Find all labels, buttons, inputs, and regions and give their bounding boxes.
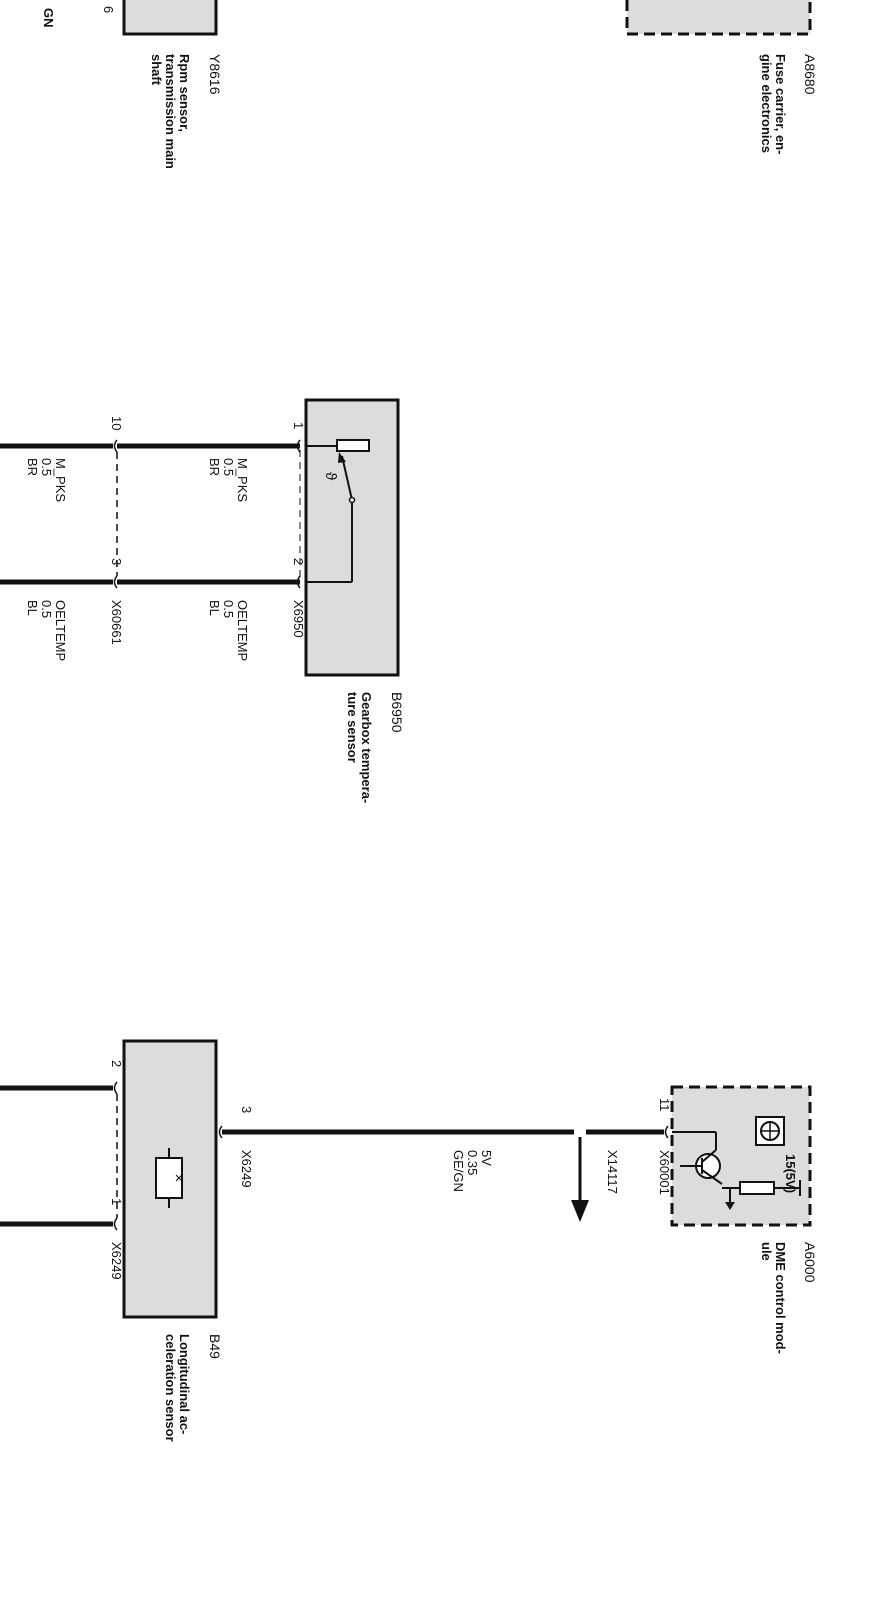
a6000-name-2: ule — [759, 1242, 774, 1261]
b49-cross-symbol: × — [170, 1174, 187, 1183]
a6000-connector: X60001 — [657, 1150, 672, 1195]
m-pks-lower-color: BR — [25, 458, 40, 476]
x60661-pin-10: 10 — [109, 416, 124, 430]
b49-connector-pin3: X6249 — [239, 1150, 254, 1188]
b6950-name-1: Gearbox tempera- — [359, 692, 374, 803]
y8616-id: Y8616 — [207, 54, 223, 95]
a6000-pin-11: 11 — [657, 1098, 672, 1112]
component-y8616: 6 GN Y8616 Rpm sensor, transmission main… — [41, 0, 223, 169]
y8616-partial-color: GN — [41, 8, 56, 28]
m-pks-lower-gauge: 0.5 — [39, 458, 54, 476]
connector-x14117: X14117 — [571, 1127, 620, 1222]
a6000-name-1: DME control mod- — [773, 1242, 788, 1354]
wire-oeltemp-upper: OELTEMP 0.5 BL — [207, 600, 250, 661]
a8680-name-2: gine electronics — [759, 54, 774, 153]
y8616-name-2: transmission main — [163, 54, 178, 169]
y8616-name-1: Rpm sensor, — [177, 54, 192, 132]
a8680-id: A8680 — [802, 54, 818, 95]
b49-name-1: Longitudinal ac- — [177, 1334, 192, 1434]
b49-connector-pins12: X6249 — [109, 1242, 124, 1280]
b49-pin-1: 1 — [109, 1198, 124, 1205]
m-pks-upper-color: BR — [207, 458, 222, 476]
oeltemp-upper-signal: OELTEMP — [235, 600, 250, 661]
x60661-label: X60661 — [109, 600, 124, 645]
oeltemp-upper-color: BL — [207, 600, 222, 616]
b6950-id: B6950 — [389, 692, 405, 733]
b49-pin-3: 3 — [239, 1106, 254, 1113]
component-a8680: A8680 Fuse carrier, en- gine electronics — [625, 0, 818, 154]
component-b6950: ϑ 1 2 X6950 B6950 Gearbox tempera- ture … — [291, 398, 405, 803]
wire-m-pks-upper: M_PKS 0.5 BR — [207, 458, 250, 502]
component-a6000: 15(5V) 11 X60001 A6000 DME control mod- … — [657, 1085, 818, 1354]
fivev-color: GE/GN — [451, 1150, 466, 1192]
b49-id: B49 — [207, 1334, 223, 1359]
wire-m-pks-lower: M_PKS 0.5 BR — [25, 458, 68, 502]
y8616-partial-pin: 6 — [101, 6, 116, 13]
x14117-label: X14117 — [605, 1150, 620, 1194]
b6950-name-2: ture sensor — [345, 692, 360, 763]
wires-b6950 — [0, 439, 301, 589]
oeltemp-lower-gauge: 0.5 — [39, 600, 54, 618]
b6950-theta-symbol: ϑ — [322, 472, 339, 481]
b6950-pin-1: 1 — [291, 422, 306, 429]
a6000-supply: 15(5V) — [783, 1154, 798, 1193]
m-pks-upper-signal: M_PKS — [235, 458, 250, 502]
a8680-name-1: Fuse carrier, en- — [773, 54, 788, 154]
m-pks-upper-gauge: 0.5 — [221, 458, 236, 476]
a6000-id: A6000 — [802, 1242, 818, 1283]
oeltemp-upper-gauge: 0.5 — [221, 600, 236, 618]
oeltemp-lower-signal: OELTEMP — [53, 600, 68, 661]
wire-oeltemp-lower: OELTEMP 0.5 BL — [25, 600, 68, 661]
wire-5v: 5V 0.35 GE/GN — [218, 1125, 669, 1192]
x60661-pin-3: 3 — [109, 558, 124, 565]
oeltemp-lower-color: BL — [25, 600, 40, 616]
fivev-gauge: 0.35 — [465, 1150, 480, 1175]
y8616-name-3: shaft — [149, 54, 164, 86]
component-b49: × 2 1 X6249 3 X6249 B49 Longitudinal ac-… — [0, 1039, 254, 1442]
fivev-signal: 5V — [479, 1150, 494, 1166]
b49-pin-2: 2 — [109, 1060, 124, 1067]
b6950-pin-2: 2 — [291, 558, 306, 565]
m-pks-lower-signal: M_PKS — [53, 458, 68, 502]
connector-x60661: 10 3 X60661 — [109, 416, 124, 645]
b6950-connector-label: X6950 — [291, 600, 306, 638]
b49-name-2: celeration sensor — [163, 1334, 178, 1442]
